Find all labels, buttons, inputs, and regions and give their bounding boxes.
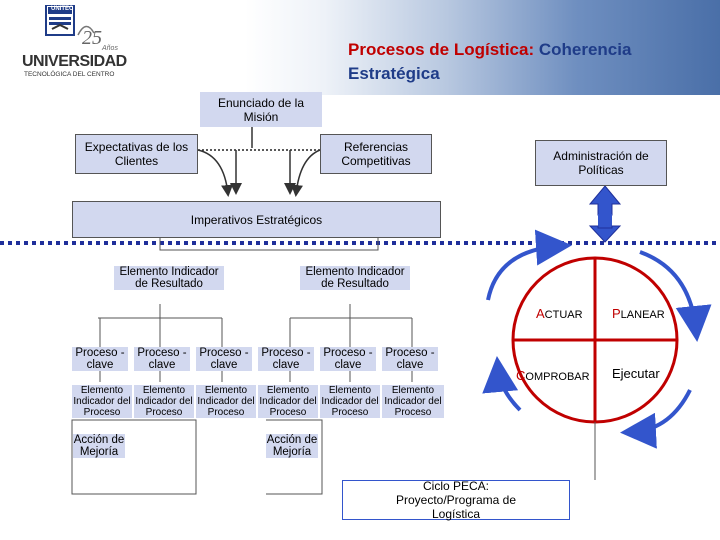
admin-label: Administración de Políticas xyxy=(553,149,649,177)
double-arrow-shaft xyxy=(598,214,612,228)
references-label: Referencias Competitivas xyxy=(341,140,411,168)
header-band xyxy=(0,0,720,95)
references-arrow xyxy=(291,149,321,197)
mission-box: Enunciado de la Misión xyxy=(200,92,322,127)
peca-actuar: ACTUAR xyxy=(536,306,583,321)
references-box: Referencias Competitivas xyxy=(320,134,432,174)
logo-graphic xyxy=(45,4,95,36)
university-logo: UNITEC 25 Años UNIVERSIDAD TECNOLÓGICA D… xyxy=(22,4,127,83)
process-4: Proceso - clave xyxy=(258,347,314,371)
imperatives-label: Imperativos Estratégicos xyxy=(190,212,323,227)
process-name: Proceso - clave xyxy=(199,347,249,371)
logo-years: 25 xyxy=(82,27,102,49)
process-indicator-4: Elemento Indicador del Proceso xyxy=(258,385,318,418)
double-arrow-down xyxy=(588,225,622,243)
process-name: Proceso - clave xyxy=(261,347,311,371)
result-element-label: Elemento Indicador de Resultado xyxy=(305,266,405,290)
logo-subtitle: TECNOLÓGICA DEL CENTRO xyxy=(24,71,115,78)
cycle-arrow-top-left xyxy=(486,229,572,301)
imperatives-bracket xyxy=(159,238,379,251)
imperatives-box: Imperativos Estratégicos xyxy=(72,201,441,238)
logo-tag: UNITEC xyxy=(51,6,74,12)
cycle-arrow-bottom-right xyxy=(620,389,692,449)
process-indicator-label: Elemento Indicador del Proceso xyxy=(321,385,379,418)
process-indicator-5: Elemento Indicador del Proceso xyxy=(320,385,380,418)
improvement-label: Acción de Mejoría xyxy=(73,434,125,458)
logo-name: UNIVERSIDAD xyxy=(22,53,127,70)
planear-initial: P xyxy=(612,306,621,321)
process-indicator-2: Elemento Indicador del Proceso xyxy=(134,385,194,418)
actuar-rest: CTUAR xyxy=(544,309,583,321)
page-title: Procesos de Logística: Coherencia Estrat… xyxy=(348,38,631,86)
improvement-right-frame xyxy=(266,419,323,495)
improvement-action-1: Acción de Mejoría xyxy=(73,434,125,458)
process-name: Proceso - clave xyxy=(75,347,125,371)
admin-box: Administración de Políticas xyxy=(535,140,667,186)
process-3: Proceso - clave xyxy=(196,347,252,371)
cycle-arrow-bottom-left xyxy=(482,356,522,412)
process-indicator-1: Elemento Indicador del Proceso xyxy=(72,385,132,418)
cycle-caption-label: Ciclo PECA: Proyecto/Programa de Logísti… xyxy=(395,479,517,521)
result-element-1: Elemento Indicador de Resultado xyxy=(114,266,224,290)
process-indicator-label: Elemento Indicador del Proceso xyxy=(259,385,317,418)
process-name: Proceso - clave xyxy=(137,347,187,371)
peca-ejecutar: Ejecutar xyxy=(612,366,660,381)
improvement-action-2: Acción de Mejoría xyxy=(266,434,318,458)
process-indicator-label: Elemento Indicador del Proceso xyxy=(384,385,442,418)
improvement-left-frame xyxy=(71,419,197,495)
planear-rest: LANEAR xyxy=(620,309,665,321)
logo-years-word: Años xyxy=(102,45,118,52)
result-element-2: Elemento Indicador de Resultado xyxy=(300,266,410,290)
title-line2: Estratégica xyxy=(348,64,440,83)
double-arrow-up xyxy=(588,185,622,216)
process-1: Proceso - clave xyxy=(72,347,128,371)
expectations-box: Expectativas de los Clientes xyxy=(75,134,198,174)
mission-label: Enunciado de la Misión xyxy=(217,95,305,124)
comprobar-rest: OMPROBAR xyxy=(525,371,590,383)
process-2: Proceso - clave xyxy=(134,347,190,371)
improvement-label: Acción de Mejoría xyxy=(266,434,318,458)
cycle-caption-box: Ciclo PECA: Proyecto/Programa de Logísti… xyxy=(342,479,570,521)
peca-comprobar: COMPROBAR xyxy=(516,368,590,383)
process-6: Proceso - clave xyxy=(382,347,438,371)
process-indicator-label: Elemento Indicador del Proceso xyxy=(73,385,131,418)
expectations-arrow xyxy=(197,149,234,197)
cycle-arrow-top-right xyxy=(639,250,712,342)
result-element-label: Elemento Indicador de Resultado xyxy=(119,266,219,290)
process-indicator-label: Elemento Indicador del Proceso xyxy=(135,385,193,418)
process-name: Proceso - clave xyxy=(385,347,435,371)
actuar-initial: A xyxy=(536,306,545,321)
title-part2: Coherencia xyxy=(538,40,632,59)
peca-planear: PLANEAR xyxy=(612,306,665,321)
expectations-label: Expectativas de los Clientes xyxy=(84,140,189,168)
process-name: Proceso - clave xyxy=(323,347,373,371)
process-indicator-3: Elemento Indicador del Proceso xyxy=(196,385,256,418)
process-indicator-6: Elemento Indicador del Proceso xyxy=(382,385,444,418)
title-part1: Procesos de Logística: xyxy=(348,40,539,59)
process-indicator-label: Elemento Indicador del Proceso xyxy=(197,385,255,418)
process-5: Proceso - clave xyxy=(320,347,376,371)
comprobar-initial: C xyxy=(516,368,526,383)
